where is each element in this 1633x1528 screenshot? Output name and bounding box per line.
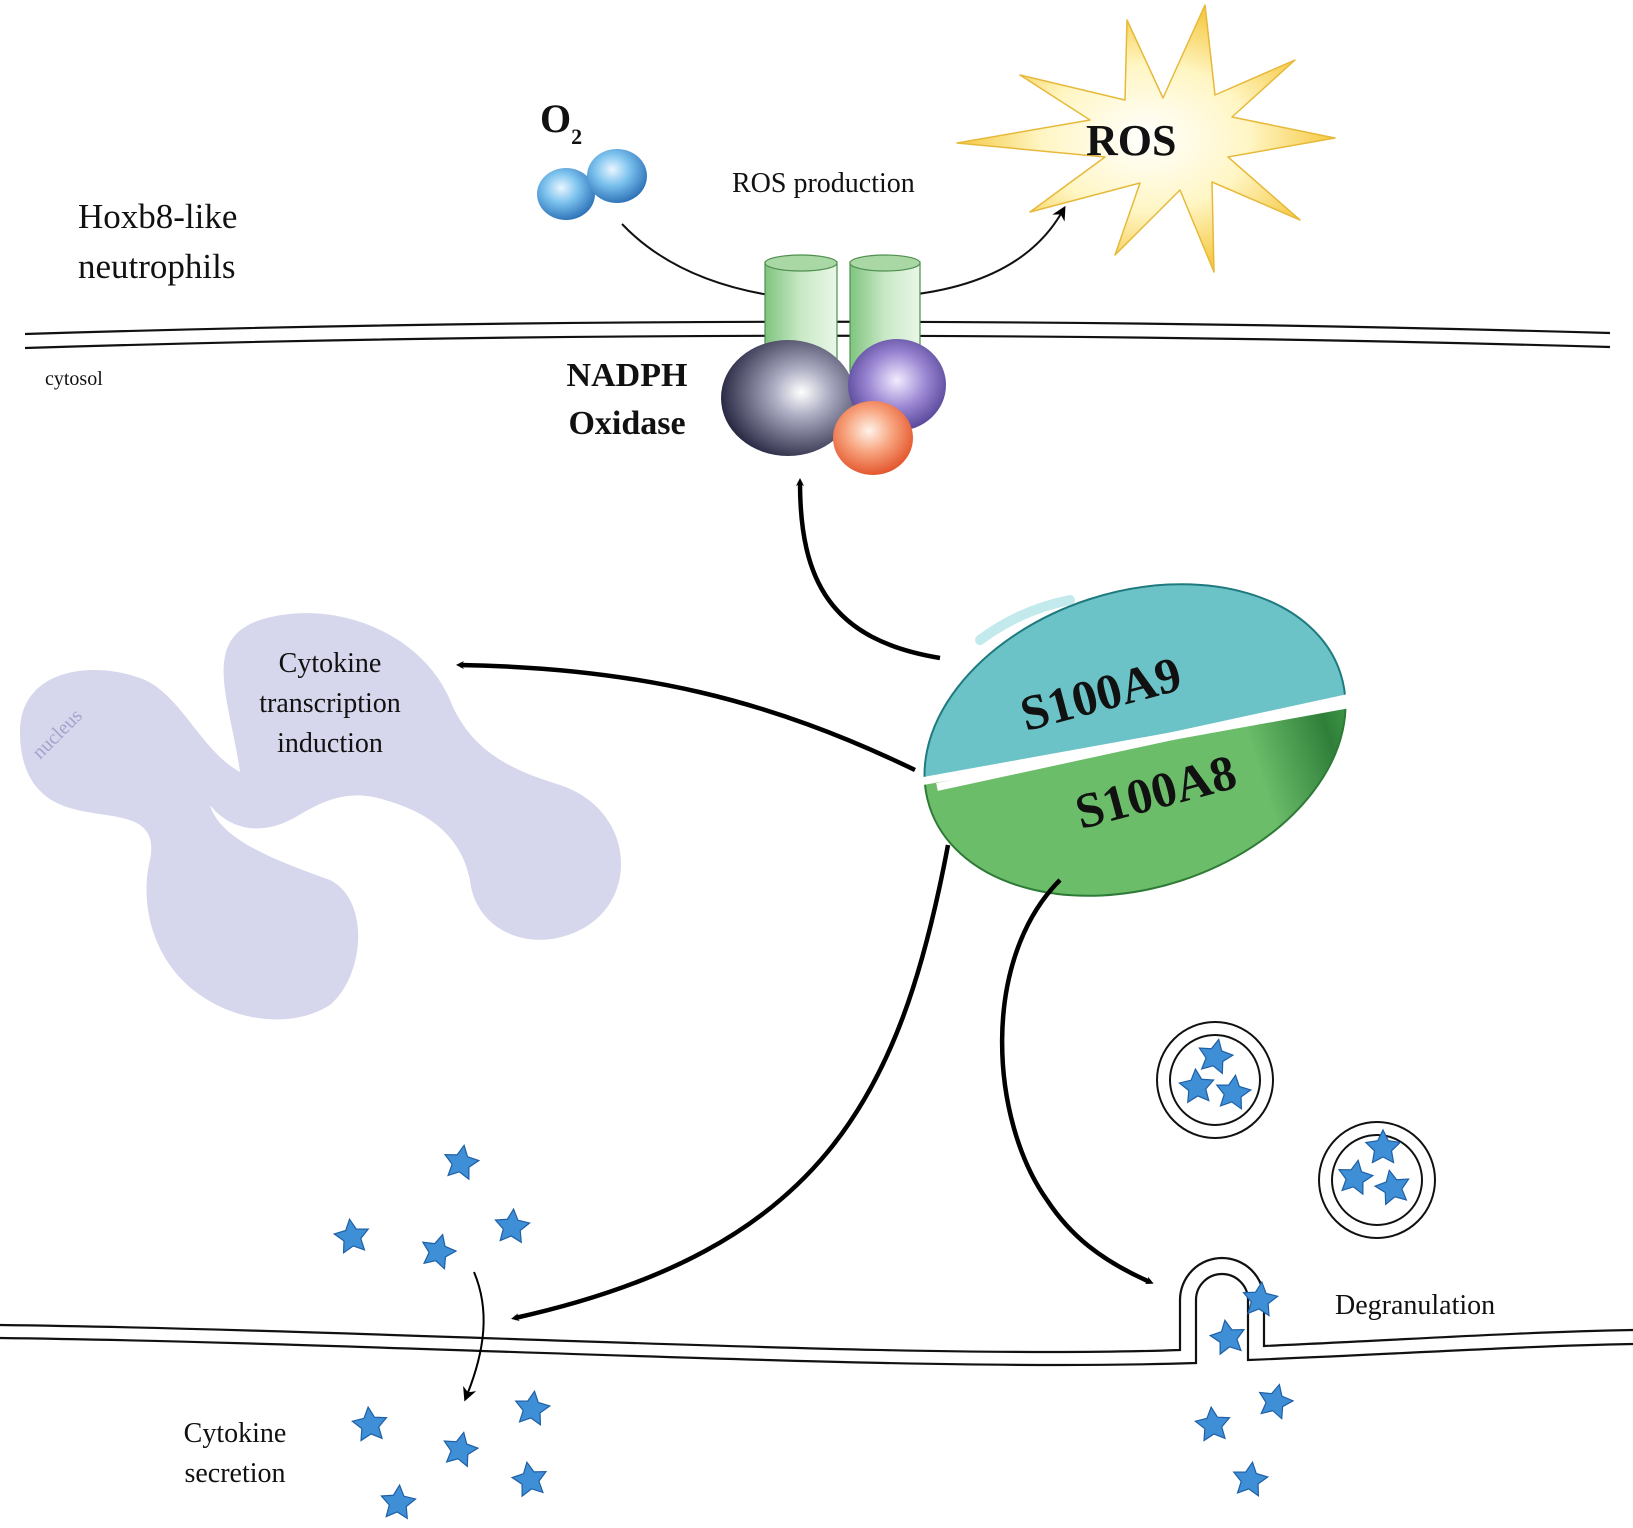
granule-icon <box>1318 1121 1436 1239</box>
nucleus-icon <box>20 613 622 1020</box>
cytokine-star-icon <box>331 1216 372 1255</box>
arrow-to-degranulation <box>999 878 1154 1285</box>
cytokine-star-icon <box>350 1404 390 1442</box>
cell-title-line2: neutrophils <box>78 247 235 286</box>
cytokine-star-icon <box>1193 1404 1233 1442</box>
cytokine-secretion-line1: Cytokine <box>184 1418 287 1449</box>
s100a8-a9-heterodimer <box>923 583 1363 897</box>
nadph-oxidase-line1: NADPH <box>567 357 688 394</box>
cytokine-star-icon <box>417 1229 460 1272</box>
transcription-line3: induction <box>277 728 383 759</box>
secretion-exit-arrow <box>463 1271 485 1402</box>
arrow-to-nadph-oxidase <box>796 478 941 661</box>
transcription-line1: Cytokine <box>279 648 382 679</box>
cytokine-star-icon <box>440 1141 482 1181</box>
degranulation-label: Degranulation <box>1335 1290 1495 1321</box>
granule-icon <box>1156 1021 1274 1139</box>
cytosol-label: cytosol <box>45 368 103 390</box>
ros-label: ROS <box>1086 116 1176 165</box>
nadph-oxidase-icon <box>721 254 946 475</box>
cytokine-star-icon <box>512 1388 553 1427</box>
oxygen-subscript: 2 <box>571 124 582 149</box>
oxygen-symbol: O <box>540 96 571 141</box>
bottom-membrane <box>0 1256 1633 1367</box>
cytokine-star-icon <box>509 1458 551 1498</box>
nadph-oxidase-line2: Oxidase <box>568 405 685 442</box>
cytokine-star-icon <box>1254 1379 1297 1421</box>
ros-production-arrow <box>621 212 1062 299</box>
transcription-line2: transcription <box>259 688 401 719</box>
cytokine-secretion-line2: secretion <box>184 1458 285 1489</box>
oxygen-label: O2 <box>540 96 582 149</box>
oxygen-molecule-icon <box>537 149 647 220</box>
cytokine-star-icon <box>1230 1459 1271 1498</box>
cytokine-star-icon <box>439 1428 482 1469</box>
ros-burst-icon <box>956 4 1336 273</box>
cell-title-line1: Hoxb8-like <box>78 197 237 236</box>
cytokine-star-icon <box>493 1206 532 1244</box>
cytokine-star-icon <box>379 1482 418 1520</box>
arrow-to-nucleus <box>456 661 916 773</box>
arrow-to-cytokine-secretion <box>511 844 951 1322</box>
ros-production-label: ROS production <box>732 168 915 199</box>
cytokine-star-icon <box>1207 1316 1249 1356</box>
